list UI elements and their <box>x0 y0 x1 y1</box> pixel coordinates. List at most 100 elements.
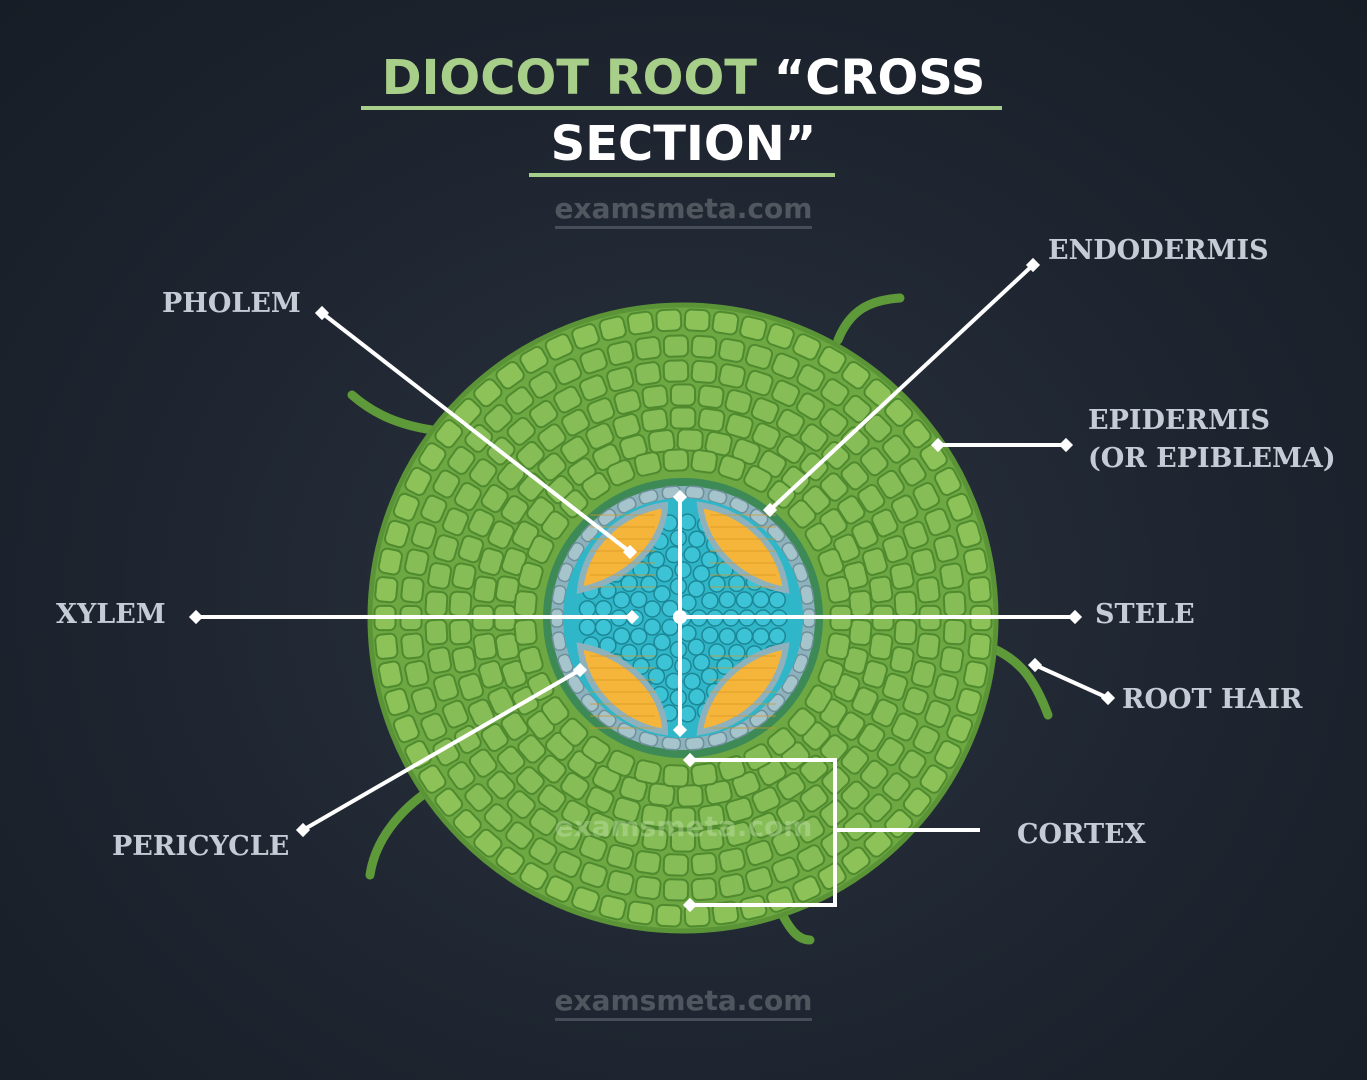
cortex-cell <box>432 673 460 702</box>
cortex-cell <box>820 378 850 407</box>
cortex-cell <box>517 561 544 591</box>
cortex-cell <box>487 520 515 550</box>
cortex-cell <box>697 803 726 829</box>
cortex-cell <box>898 457 927 487</box>
title-line-1: DIOCOT ROOT “CROSS <box>0 50 1367 106</box>
cortex-cell <box>697 384 725 409</box>
cortex-cell <box>400 632 425 660</box>
cortex-cell <box>662 878 690 902</box>
cortex-cell <box>919 764 948 794</box>
leader-line-endodermis <box>768 263 1035 512</box>
cortex-cell <box>606 843 635 870</box>
cortex-cell <box>634 875 662 900</box>
root-hairs <box>347 293 1053 945</box>
cortex-cell <box>561 799 591 828</box>
cortex-cell <box>902 787 932 817</box>
cortex-cell <box>841 361 871 390</box>
cortex-cell <box>486 770 516 800</box>
cortex-cell <box>825 632 851 661</box>
cortex-cell <box>662 359 690 383</box>
label-epidermis-line2: (OR EPIBLEMA) <box>1088 443 1336 474</box>
xylem-cell <box>688 688 706 706</box>
cortex-cell <box>495 846 525 875</box>
cortex-cell <box>967 576 992 604</box>
cortex-cell <box>876 469 905 500</box>
xylem-cell <box>653 633 671 651</box>
pericycle-cell <box>617 722 637 740</box>
cortex-cell <box>606 340 635 367</box>
xylem-cell <box>674 561 692 579</box>
cortex-cell <box>840 745 870 775</box>
cortex-cell <box>890 494 919 524</box>
cortex-cell <box>718 873 746 899</box>
cortex-cell <box>500 495 529 525</box>
cortex-cell <box>711 310 740 336</box>
cortex-cell <box>745 839 774 867</box>
cortex-cell <box>420 494 448 524</box>
cortex-cell <box>804 684 833 714</box>
cortex-cell <box>690 762 718 787</box>
pericycle-cell <box>661 736 682 751</box>
cortex-cell <box>655 903 683 928</box>
label-root-hair: ROOT HAIR <box>1122 684 1303 715</box>
root-hair <box>987 643 1053 720</box>
endpoint <box>930 437 946 453</box>
cortex-cell <box>902 686 929 716</box>
cortex-cell <box>792 875 822 903</box>
cortex-cell <box>494 632 520 661</box>
cortex-cell <box>634 850 662 875</box>
cortex-cell <box>473 828 503 858</box>
title-underline-2 <box>529 173 835 177</box>
xylem-cell <box>594 618 613 637</box>
cortex-cell <box>505 386 535 415</box>
cortex-cell <box>537 784 567 813</box>
cortex-cell <box>655 308 683 333</box>
xylem-cell <box>718 627 737 646</box>
cortex-cell <box>662 764 690 788</box>
pericycle-cell <box>749 508 769 527</box>
cortex-cell <box>517 645 544 675</box>
cortex-cell <box>400 576 425 604</box>
cortex-cell <box>457 672 485 702</box>
cortex-cell <box>745 369 774 397</box>
cortex-cell <box>919 442 948 472</box>
cortex-cell <box>893 590 918 618</box>
cortex-cell <box>432 534 460 563</box>
xylem-cell <box>701 591 719 610</box>
cortex-cell <box>515 766 545 795</box>
cortex-cell <box>392 714 420 744</box>
cortex-cell <box>537 423 567 452</box>
cortex-cell <box>634 336 662 361</box>
cortex-cell <box>529 807 559 837</box>
xylem-cell <box>735 591 754 609</box>
cortex-cell <box>377 547 403 576</box>
cortex-cell <box>404 548 430 577</box>
cortex-cell <box>626 310 655 336</box>
cortex-cell <box>447 761 476 791</box>
cortex-cell <box>902 520 929 550</box>
cortex-cell <box>418 764 447 794</box>
cortex-cell <box>384 687 411 717</box>
xylem-cell <box>647 667 666 685</box>
cortex-cell <box>404 659 430 688</box>
cortex-cell <box>633 451 662 477</box>
cortex-cell <box>724 821 753 847</box>
cortex-cell <box>483 403 513 433</box>
cortex-cell <box>528 837 558 866</box>
cortex-cell <box>776 435 806 464</box>
leader-line-pholem <box>320 311 632 554</box>
pericycle-cell <box>551 584 567 605</box>
watermark-top: examsmeta.com <box>0 192 1367 229</box>
endpoint <box>1027 657 1043 673</box>
cortex-cell <box>796 844 826 872</box>
endpoint <box>1058 437 1074 453</box>
cortex-cell <box>427 562 453 590</box>
cortex-cell <box>676 428 704 452</box>
cortex-cell <box>581 735 611 765</box>
xylem-cell <box>647 551 666 569</box>
pericycle-cell <box>597 508 617 527</box>
cortex-cell <box>912 482 941 511</box>
cortex-cell <box>561 408 591 437</box>
cortex-cell <box>955 687 982 717</box>
xylem-cell <box>708 643 726 661</box>
